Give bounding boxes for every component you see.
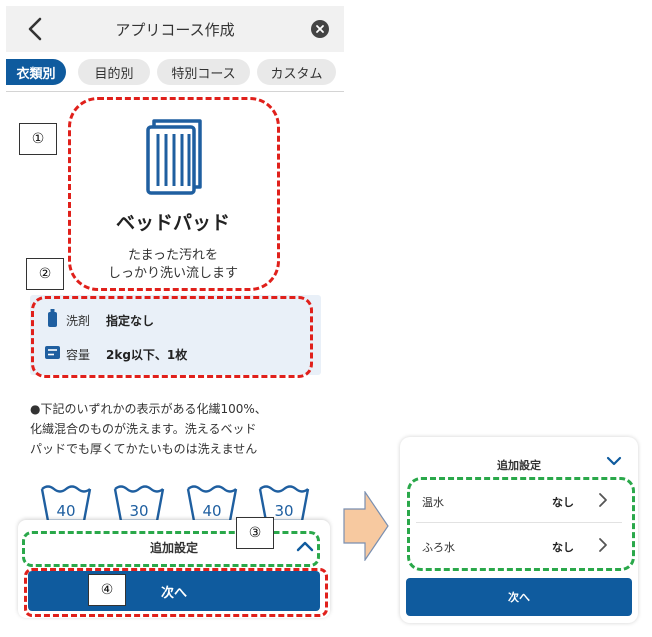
page-title: アプリコース作成 xyxy=(115,21,235,39)
chevron-right-icon[interactable] xyxy=(598,492,608,508)
wash-temp-label: 30 xyxy=(274,502,293,520)
chevron-down-icon[interactable] xyxy=(606,456,622,466)
chevron-up-icon[interactable] xyxy=(296,540,314,552)
settings-list: 温水 なし ふろ水 なし xyxy=(412,482,626,574)
detergent-value: 指定なし xyxy=(106,314,155,328)
tab-clothing-type[interactable]: 衣類別 xyxy=(6,59,66,85)
tab-purpose[interactable]: 目的別 xyxy=(78,59,150,85)
wash-temp-label: 40 xyxy=(202,502,221,520)
warm-water-label: 温水 xyxy=(422,496,444,509)
chevron-left-icon[interactable] xyxy=(20,12,50,46)
next-button[interactable]: 次へ xyxy=(406,578,632,616)
annotation-number-4: ④ xyxy=(88,574,126,606)
arrow-right-icon xyxy=(343,491,389,561)
note-line: パッドでも厚くてかたいものは洗えません xyxy=(30,442,258,456)
wash-temp-label: 40 xyxy=(56,502,75,520)
washable-note: ●下記のいずれかの表示がある化繊100%、 化繊混合のものが洗えます。洗えるベッ… xyxy=(30,399,330,459)
detergent-bottle-icon xyxy=(48,309,57,327)
bath-water-label: ふろ水 xyxy=(422,541,455,554)
annotation-expanded-settings-frame xyxy=(407,477,635,571)
course-info-box: 洗剤 指定なし 容量 2kg以下、1枚 xyxy=(30,295,321,375)
expanded-settings-panel: 追加設定 温水 なし ふろ水 なし 次へ xyxy=(400,437,638,623)
annotation-number-2: ② xyxy=(26,258,64,290)
tab-custom[interactable]: カスタム xyxy=(257,59,336,85)
capacity-icon xyxy=(45,346,60,359)
note-line: ●下記のいずれかの表示がある化繊100%、 xyxy=(30,402,267,416)
capacity-label: 容量 xyxy=(66,348,91,362)
next-button[interactable]: 次へ xyxy=(28,571,320,611)
annotation-number-3: ③ xyxy=(236,517,274,549)
wash-tub-icon: 40 xyxy=(40,485,92,523)
bath-water-value: なし xyxy=(552,541,574,554)
chevron-right-icon[interactable] xyxy=(598,537,608,553)
course-description: たまった汚れを しっかり洗い流します xyxy=(80,247,266,283)
tab-divider xyxy=(6,91,344,92)
wash-tub-icon: 40 xyxy=(186,485,238,523)
row-divider xyxy=(416,522,622,523)
annotation-course-frame xyxy=(68,97,280,291)
close-icon[interactable] xyxy=(311,20,329,38)
additional-settings-toggle[interactable]: 追加設定 xyxy=(149,541,198,555)
expanded-settings-title[interactable]: 追加設定 xyxy=(497,459,541,472)
wash-tub-icon: 30 xyxy=(113,485,165,523)
annotation-info-frame xyxy=(31,296,313,378)
bed-pad-icon xyxy=(146,119,202,195)
annotation-next-frame xyxy=(24,568,328,617)
course-name: ベッドパッド xyxy=(115,212,230,234)
detergent-label: 洗剤 xyxy=(66,314,91,328)
annotation-number-1: ① xyxy=(19,123,57,155)
note-line: 化繊混合のものが洗えます。洗えるベッド xyxy=(30,422,257,436)
annotation-settings-frame xyxy=(22,531,320,567)
capacity-value: 2kg以下、1枚 xyxy=(106,348,188,362)
course-description-line: しっかり洗い流します xyxy=(107,266,238,281)
course-description-line: たまった汚れを xyxy=(127,248,219,263)
app-header: アプリコース作成 xyxy=(6,6,344,52)
tab-special-course[interactable]: 特別コース xyxy=(157,59,250,85)
wash-temp-label: 30 xyxy=(129,502,148,520)
warm-water-value: なし xyxy=(552,496,574,509)
